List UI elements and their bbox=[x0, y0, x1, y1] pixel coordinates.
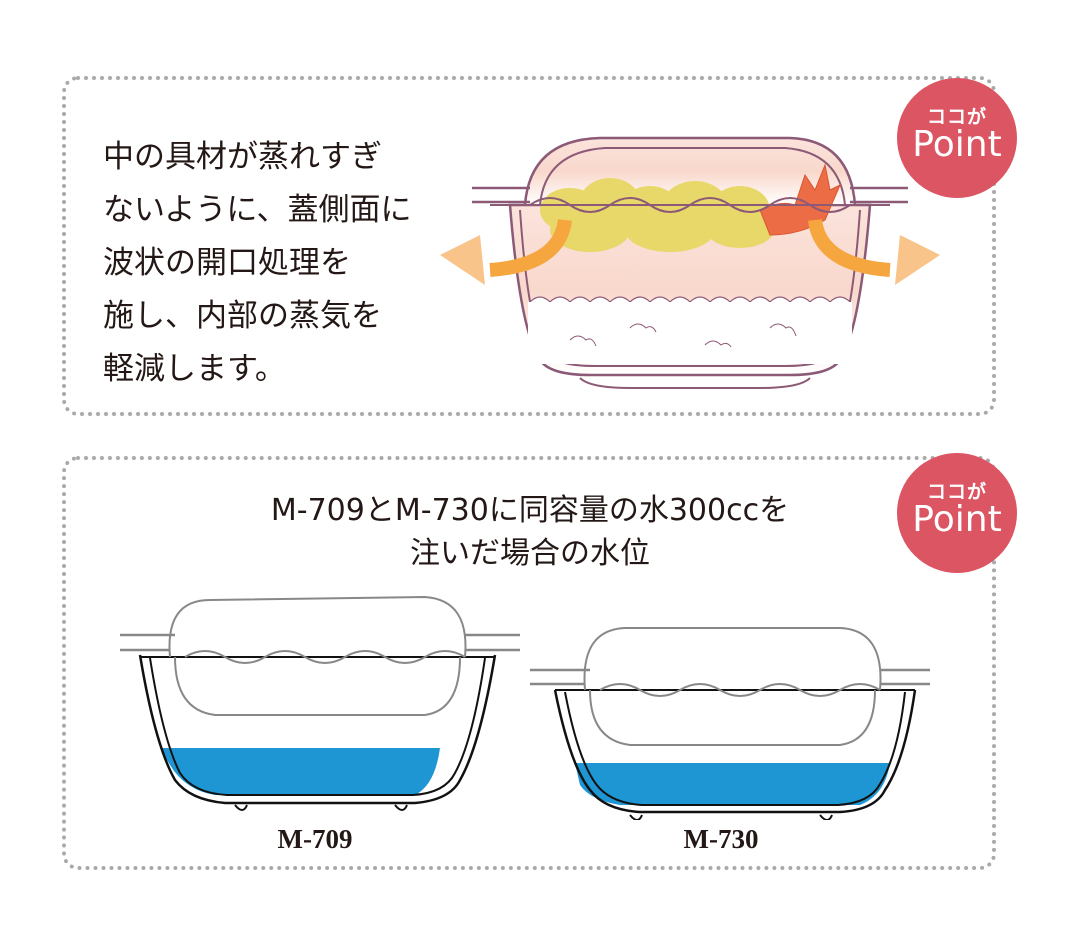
bottom-panel bbox=[62, 456, 996, 870]
badge-line2: Point bbox=[912, 499, 1002, 540]
comparison-heading: M-709とM-730に同容量の水300ccを bbox=[270, 493, 790, 528]
steam-vent-illustration bbox=[440, 136, 940, 389]
description-line: 波状の開口処理を bbox=[103, 245, 351, 281]
m709-container-diagram bbox=[120, 595, 520, 811]
description-line: 軽減します。 bbox=[103, 351, 286, 387]
point-badge: ココが Point bbox=[897, 78, 1017, 198]
point-badge: ココが Point bbox=[897, 453, 1017, 573]
model-label-m730: M-730 bbox=[683, 824, 759, 854]
badge-line1: ココが bbox=[926, 106, 987, 128]
badge-line1: ココが bbox=[926, 481, 987, 503]
badge-line2: Point bbox=[912, 124, 1002, 165]
m730-container-diagram bbox=[530, 627, 930, 820]
comparison-subheading: 注いだ場合の水位 bbox=[410, 536, 650, 571]
description-line: 中の具材が蒸れすぎ bbox=[103, 139, 382, 175]
description-line: 施し、内部の蒸気を bbox=[103, 298, 382, 334]
description-line: ないように、蓋側面に bbox=[103, 192, 412, 228]
description-text: 中の具材が蒸れすぎ ないように、蓋側面に 波状の開口処理を 施し、内部の蒸気を … bbox=[103, 131, 433, 396]
model-label-m709: M-709 bbox=[277, 824, 353, 854]
top-panel bbox=[62, 76, 996, 416]
